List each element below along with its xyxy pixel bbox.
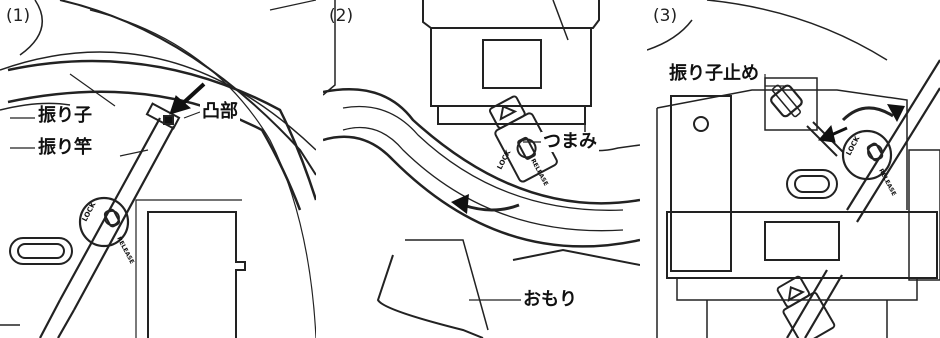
panel-3: LOCK RELEASE (3) 振り子止め xyxy=(647,0,940,338)
panel-3-number: (3) xyxy=(653,6,678,26)
label-pendulum: 振り子 xyxy=(36,105,94,126)
panel-divider-2 xyxy=(640,0,647,338)
panel-1: LOCK RELEASE (1) 振り子 振り竿 凸部 xyxy=(0,0,316,338)
panel-2-drawing: LOCK RELEASE xyxy=(323,0,640,338)
panel-1-number: (1) xyxy=(6,6,31,26)
panel-1-drawing: LOCK RELEASE xyxy=(0,0,316,338)
label-knob: つまみ xyxy=(541,131,599,152)
panel-divider-1 xyxy=(316,0,323,338)
label-weight: おもり xyxy=(521,289,579,310)
label-rod: 振り竿 xyxy=(36,137,94,158)
panel-3-drawing: LOCK RELEASE xyxy=(647,0,940,338)
panel-2: LOCK RELEASE (2) つまみ おもり xyxy=(323,0,640,338)
knob-lock-text: LOCK xyxy=(496,148,513,171)
label-pendulum-stopper: 振り子止め xyxy=(667,63,761,84)
dial-release-text: RELEASE xyxy=(115,236,135,266)
dial3-lock-text: LOCK xyxy=(845,134,862,157)
label-bump: 凸部 xyxy=(200,101,240,122)
panel-2-number: (2) xyxy=(329,6,354,26)
knob-release-text: RELEASE xyxy=(529,158,549,188)
